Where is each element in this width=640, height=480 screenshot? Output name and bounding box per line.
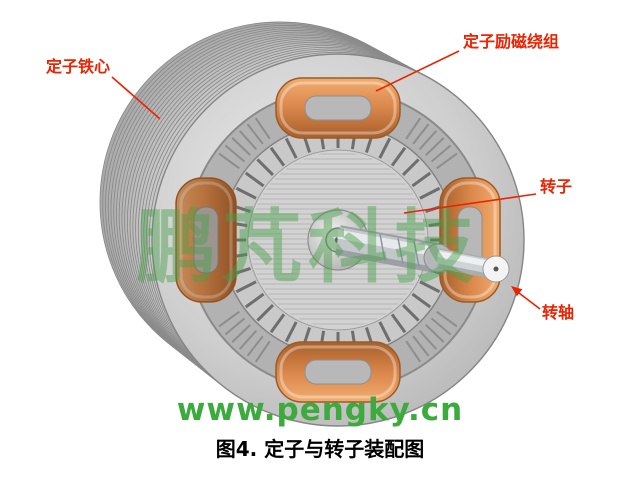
leader-shaft <box>518 292 541 310</box>
coil-window <box>193 206 219 274</box>
rotor-slot <box>401 303 420 322</box>
stator-slot-tick <box>430 317 452 336</box>
coil-sheen <box>443 181 497 299</box>
stator-slot-tick <box>224 144 246 163</box>
rotor-slot <box>419 186 441 200</box>
stator-slot-tick <box>436 152 458 170</box>
stator-slot-tick <box>418 130 438 151</box>
label-shaft: 转轴 <box>542 303 574 322</box>
watermark-text: 鹏芃科技 <box>136 201 480 294</box>
stator-slot-tick <box>218 152 240 170</box>
stator-slot-tick <box>231 324 251 343</box>
coil-sheen <box>279 81 397 135</box>
rotor-slot <box>269 146 286 167</box>
leader-stator-winding <box>375 50 460 92</box>
coil-window <box>304 95 372 121</box>
shaft-body <box>335 225 510 283</box>
rotor-slot <box>401 158 420 177</box>
rotor-slot <box>390 146 407 167</box>
callout-lines <box>111 50 541 310</box>
stator-slot-tick <box>224 317 246 336</box>
rotor-slot <box>269 313 286 334</box>
rotor-slot <box>244 171 265 188</box>
rotor-slot <box>235 280 257 294</box>
stator-slot-tick <box>238 329 258 350</box>
field-coil <box>275 341 401 403</box>
coil-sheen <box>179 181 233 299</box>
stator-slot-tick <box>231 137 251 156</box>
stator-slot-tick <box>246 123 264 145</box>
stator-slot-tick <box>254 117 271 140</box>
coil-window <box>304 359 372 385</box>
shaft-spline-tick <box>397 237 404 265</box>
shaft-thick-highlight <box>337 229 437 257</box>
stator-slot-tick <box>254 340 271 363</box>
coil-sheen <box>279 345 397 399</box>
rotor-slot <box>284 137 298 159</box>
rotor-slot <box>411 171 432 188</box>
stator-slot-tick <box>412 123 430 145</box>
label-stator-winding: 定子励磁绕组 <box>462 32 559 51</box>
leader-shaft-arrowhead <box>511 286 523 297</box>
shaft-spline-tick <box>379 233 386 262</box>
rotor-slot <box>419 280 441 294</box>
leader-stator-core <box>111 76 161 120</box>
stator-slot-tick <box>430 144 452 163</box>
stator-slot-ticks <box>218 117 458 363</box>
stator-slot-tick <box>238 130 258 151</box>
stator-slot-tick <box>405 340 422 363</box>
stator-slot-tick <box>425 137 445 156</box>
stator-slot-tick <box>436 310 458 328</box>
stator-slot-tick <box>412 335 430 357</box>
stator-slot-tick <box>246 335 264 357</box>
stator-slot-tick <box>405 117 422 140</box>
leader-rotor <box>403 193 537 214</box>
shaft-end-dot <box>493 266 499 272</box>
field-coil <box>175 177 237 303</box>
rotor-slot <box>284 321 298 343</box>
website-text: www.pengky.cn <box>177 392 463 428</box>
stator-field-coils <box>175 77 501 403</box>
stator-slot-tick <box>418 329 438 350</box>
rotor-slot <box>390 313 407 334</box>
rotor-slot <box>378 137 392 159</box>
rotor-slot <box>235 186 257 200</box>
shaft-spline-tick <box>413 240 420 268</box>
stator-slot-tick <box>425 324 445 343</box>
rotor-slot <box>244 292 265 309</box>
label-stator-core: 定子铁心 <box>45 57 110 76</box>
rotor-slot <box>256 303 275 322</box>
coil-shadow-overlay <box>176 178 236 302</box>
rotor-slot <box>256 158 275 177</box>
rotor-slot <box>411 292 432 309</box>
label-rotor: 转子 <box>540 177 572 196</box>
stator-slot-tick <box>218 310 240 328</box>
rotor-slot <box>378 321 392 343</box>
field-coil <box>275 77 401 139</box>
figure-caption: 图4. 定子与转子装配图 <box>216 437 424 461</box>
